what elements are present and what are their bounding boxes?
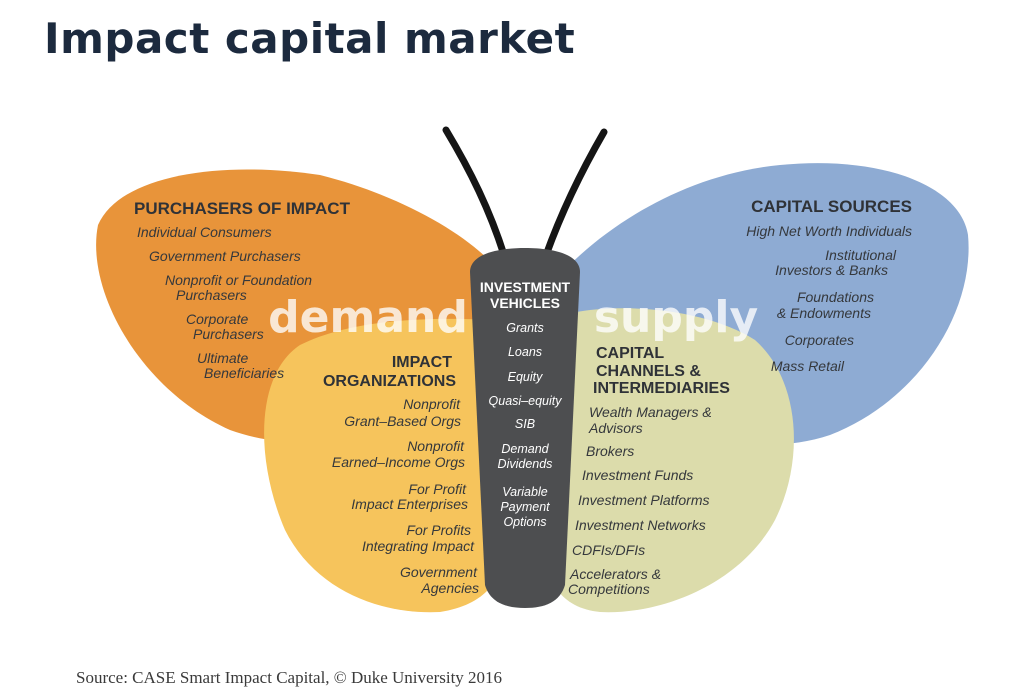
channels-item: Brokers [586,443,634,459]
purchasers-item: Government Purchasers [149,248,301,264]
organizations-item: For Profit [408,481,467,497]
channels-heading: CAPITAL [596,345,664,362]
vehicles-heading: VEHICLES [490,295,560,311]
supply-label: supply [594,292,758,343]
purchasers-heading: PURCHASERS OF IMPACT [134,199,351,218]
organizations-heading: ORGANIZATIONS [323,373,456,390]
capital-sources-item: Institutional [825,247,897,263]
organizations-item: Earned–Income Orgs [332,454,465,470]
source-citation: Source: CASE Smart Impact Capital, © Duk… [76,668,503,687]
vehicles-item: SIB [515,417,535,431]
capital-sources-item: Foundations [797,289,874,305]
vehicles-item: Dividends [498,457,553,471]
channels-wing [545,308,794,613]
organizations-heading: IMPACT [392,354,452,371]
butterfly-body [470,248,580,608]
channels-item: Investment Networks [575,517,706,533]
channels-item: CDFIs/DFIs [572,542,645,558]
purchasers-item: Purchasers [176,287,247,303]
vehicles-item: Options [503,515,546,529]
vehicles-item: Equity [508,370,543,384]
organizations-item: Nonprofit [407,438,465,454]
channels-item: Accelerators & [569,566,661,582]
purchasers-item: Corporate [186,311,248,327]
vehicles-item: Loans [508,345,542,359]
vehicles-item: Variable [502,485,547,499]
vehicles-item: Grants [506,321,544,335]
vehicles-item: Quasi–equity [489,394,563,408]
capital-sources-item: High Net Worth Individuals [746,223,912,239]
channels-heading: CHANNELS & [596,363,701,380]
organizations-item: Government [400,564,478,580]
channels-item: Competitions [568,581,650,597]
left-antenna [442,126,509,262]
capital-sources-item: & Endowments [777,305,871,321]
channels-item: Advisors [588,420,643,436]
capital-sources-item: Corporates [785,332,854,348]
capital-sources-item: Investors & Banks [775,262,888,278]
demand-label: demand [268,292,468,343]
right-antenna [541,128,608,262]
capital-sources-heading: CAPITAL SOURCES [751,197,912,216]
purchasers-item: Purchasers [193,326,264,342]
vehicles-item: Payment [500,500,550,514]
vehicles-item: Demand [501,442,549,456]
capital-sources-item: Mass Retail [771,358,845,374]
purchasers-item: Ultimate [197,350,249,366]
channels-item: Investment Platforms [578,492,710,508]
organizations-item: Nonprofit [403,396,461,412]
organizations-wing [264,318,505,613]
channels-heading: INTERMEDIARIES [593,380,730,397]
purchasers-item: Individual Consumers [137,224,272,240]
purchasers-item: Beneficiaries [204,365,284,381]
vehicles-heading: INVESTMENT [480,279,571,295]
organizations-item: Agencies [420,580,479,596]
organizations-item: For Profits [406,522,471,538]
channels-item: Wealth Managers & [589,404,712,420]
channels-item: Investment Funds [582,467,693,483]
organizations-item: Integrating Impact [362,538,475,554]
page-title: Impact capital market [44,14,576,63]
organizations-item: Impact Enterprises [351,496,468,512]
purchasers-item: Nonprofit or Foundation [165,272,312,288]
organizations-item: Grant–Based Orgs [344,413,461,429]
